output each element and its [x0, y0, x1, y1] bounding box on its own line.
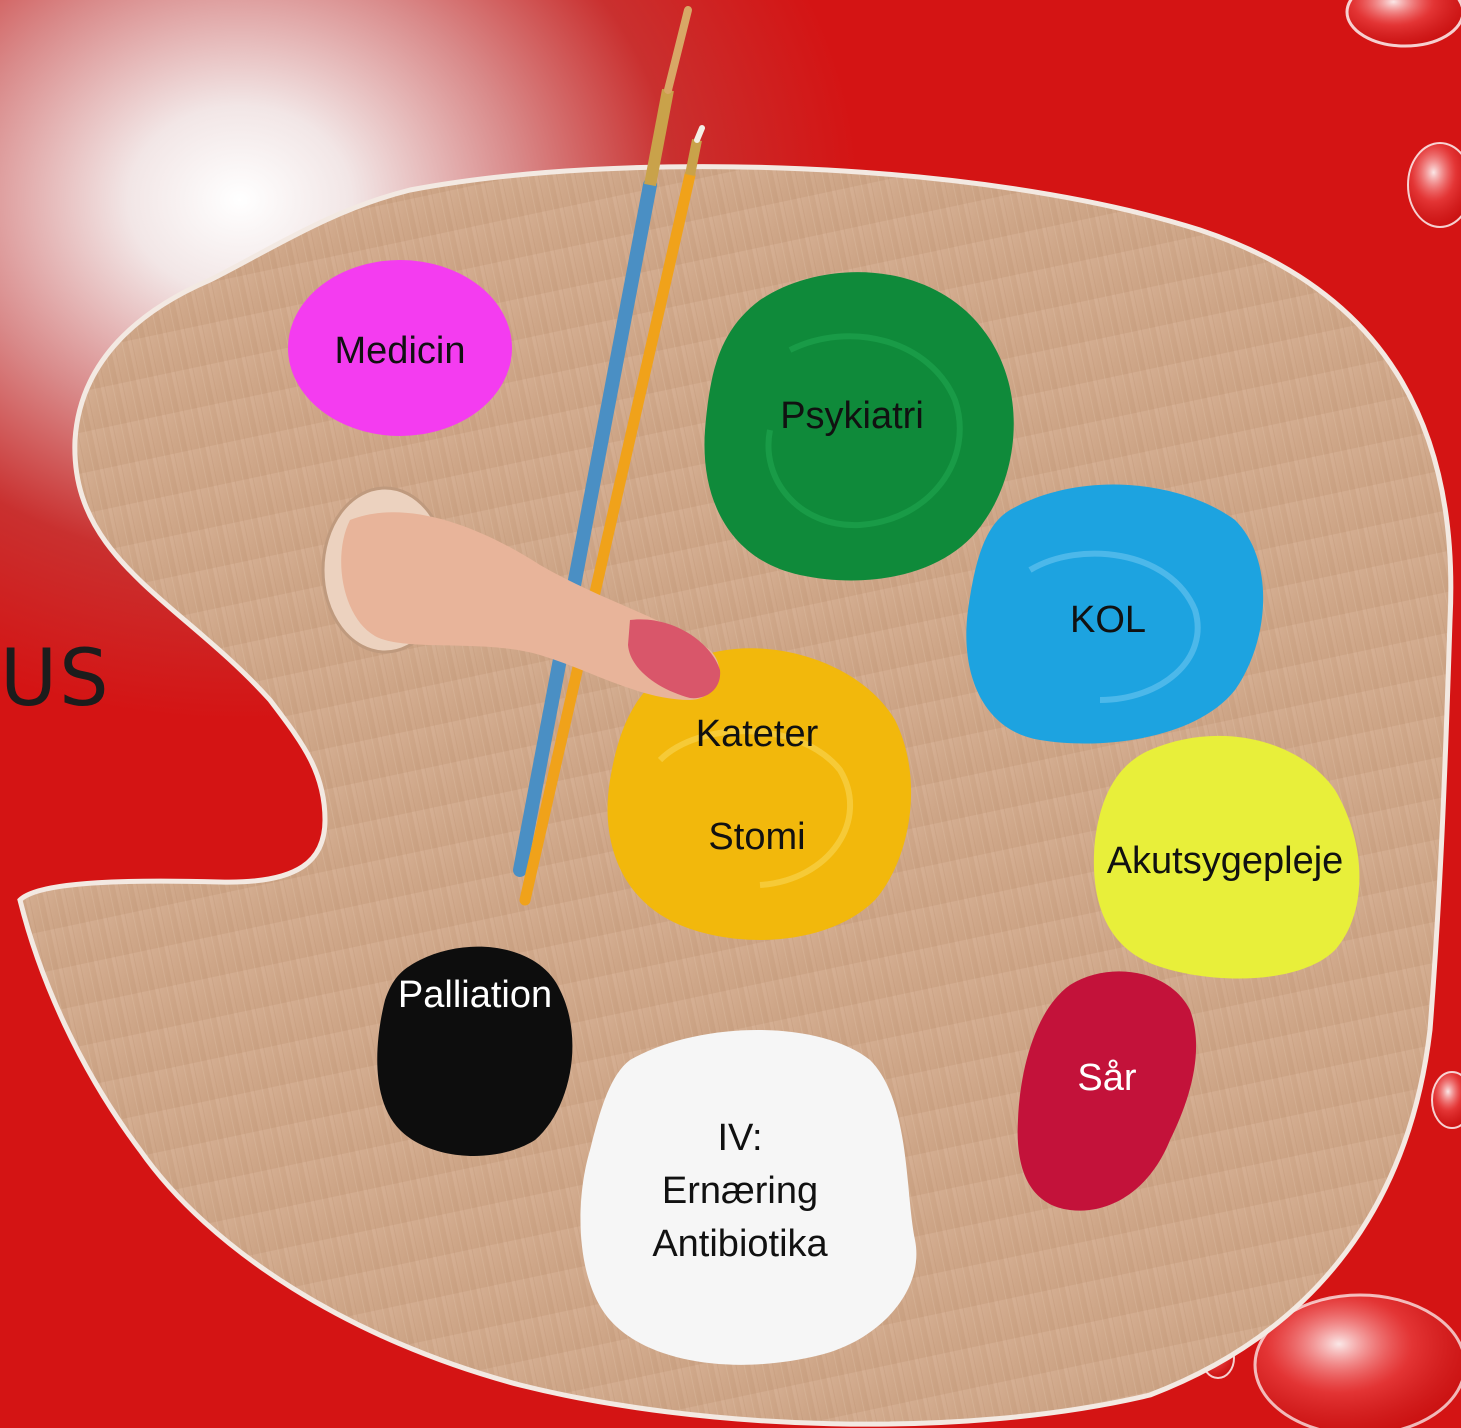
- antibiotika-label: Antibiotika: [652, 1223, 828, 1265]
- water-droplet-icon: [1432, 1072, 1461, 1128]
- water-droplet-icon: [1408, 143, 1461, 227]
- ernaering-label: Ernæring: [662, 1170, 818, 1212]
- iv-label: IV:: [717, 1117, 762, 1159]
- kateter-label: Kateter: [696, 713, 819, 755]
- sar-label: Sår: [1077, 1057, 1136, 1099]
- psykiatri-label: Psykiatri: [780, 395, 924, 437]
- water-droplet-icon: [1347, 0, 1461, 46]
- palliation-label: Palliation: [398, 974, 552, 1016]
- stomi-label: Stomi: [708, 816, 805, 858]
- medicin-label: Medicin: [335, 330, 466, 372]
- kol-label: KOL: [1070, 599, 1146, 641]
- akutsygepleje-label: Akutsygepleje: [1107, 840, 1344, 882]
